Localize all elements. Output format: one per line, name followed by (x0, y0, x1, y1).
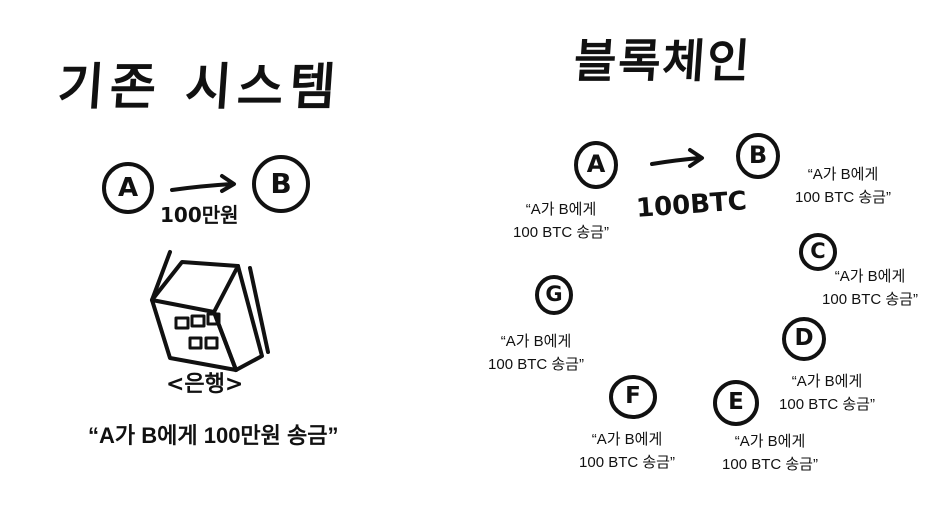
bc-transfer-arrow (650, 156, 702, 166)
bc-message-line1: “A가 B에게 (500, 333, 572, 350)
legacy-caption: “A가 B에게 100만원 송금” (88, 423, 339, 448)
transfer-arrow (170, 182, 234, 192)
bc-message-g: “A가 B에게 100 BTC 송금” (478, 330, 594, 376)
bank-building-icon (150, 250, 270, 372)
node-b-label: B (270, 167, 292, 200)
bc-message-line2: 100 BTC 송금” (722, 456, 818, 473)
bc-node-d-label: D (794, 325, 814, 351)
bc-message-line1: “A가 B에게 (834, 268, 906, 285)
bc-message-line2: 100 BTC 송금” (822, 291, 918, 308)
bc-node-c-label: C (810, 239, 826, 263)
bc-message-d: “A가 B에게 100 BTC 송금” (769, 370, 885, 416)
bc-node-b-circle (736, 133, 780, 179)
node-a-circle (102, 162, 154, 214)
bc-message-line2: 100 BTC 송금” (513, 224, 609, 241)
bank-label: <은행> (166, 372, 244, 397)
node-a-label: A (117, 173, 139, 203)
bc-message-line2: 100 BTC 송금” (795, 189, 891, 206)
bc-message-line1: “A가 B에게 (807, 166, 879, 183)
node-b-circle (252, 155, 310, 213)
bc-node-a-circle (574, 141, 618, 189)
bc-message-f: “A가 B에게 100 BTC 송금” (569, 428, 685, 474)
bc-message-line2: 100 BTC 송금” (579, 454, 675, 471)
bc-message-line2: 100 BTC 송금” (779, 396, 875, 413)
bc-node-f-label: F (625, 383, 641, 409)
bc-node-e-circle (713, 380, 759, 426)
bc-message-line2: 100 BTC 송금” (488, 356, 584, 373)
bc-message-c: “A가 B에게 100 BTC 송금” (812, 265, 928, 311)
bc-transfer-arrow-head (688, 148, 704, 168)
bc-transfer-amount-label: 100BTC (635, 186, 748, 224)
bc-message-line1: “A가 B에게 (591, 431, 663, 448)
title-legacy-system: 기존 시스템 (55, 58, 344, 116)
bc-node-b-label: B (748, 141, 768, 169)
bc-node-f-circle (609, 375, 657, 419)
bc-node-a-label: A (586, 150, 606, 178)
bc-node-d-circle (782, 317, 826, 361)
bc-message-e: “A가 B에게 100 BTC 송금” (712, 430, 828, 476)
title-blockchain: 블록체인 (572, 34, 754, 88)
bc-message-line1: “A가 B에게 (734, 433, 806, 450)
bc-message-b: “A가 B에게 100 BTC 송금” (785, 163, 901, 209)
bc-message-a: “A가 B에게 100 BTC 송금” (503, 198, 619, 244)
bc-node-c-circle (799, 233, 837, 271)
bc-node-g-circle (535, 275, 573, 315)
bc-node-e-label: E (728, 389, 744, 415)
arrow-amount-label: 100만원 (160, 203, 239, 227)
transfer-arrow-head (220, 174, 236, 193)
bc-node-g-label: G (545, 282, 563, 306)
bc-message-line1: “A가 B에게 (791, 373, 863, 390)
bc-message-line1: “A가 B에게 (525, 201, 597, 218)
